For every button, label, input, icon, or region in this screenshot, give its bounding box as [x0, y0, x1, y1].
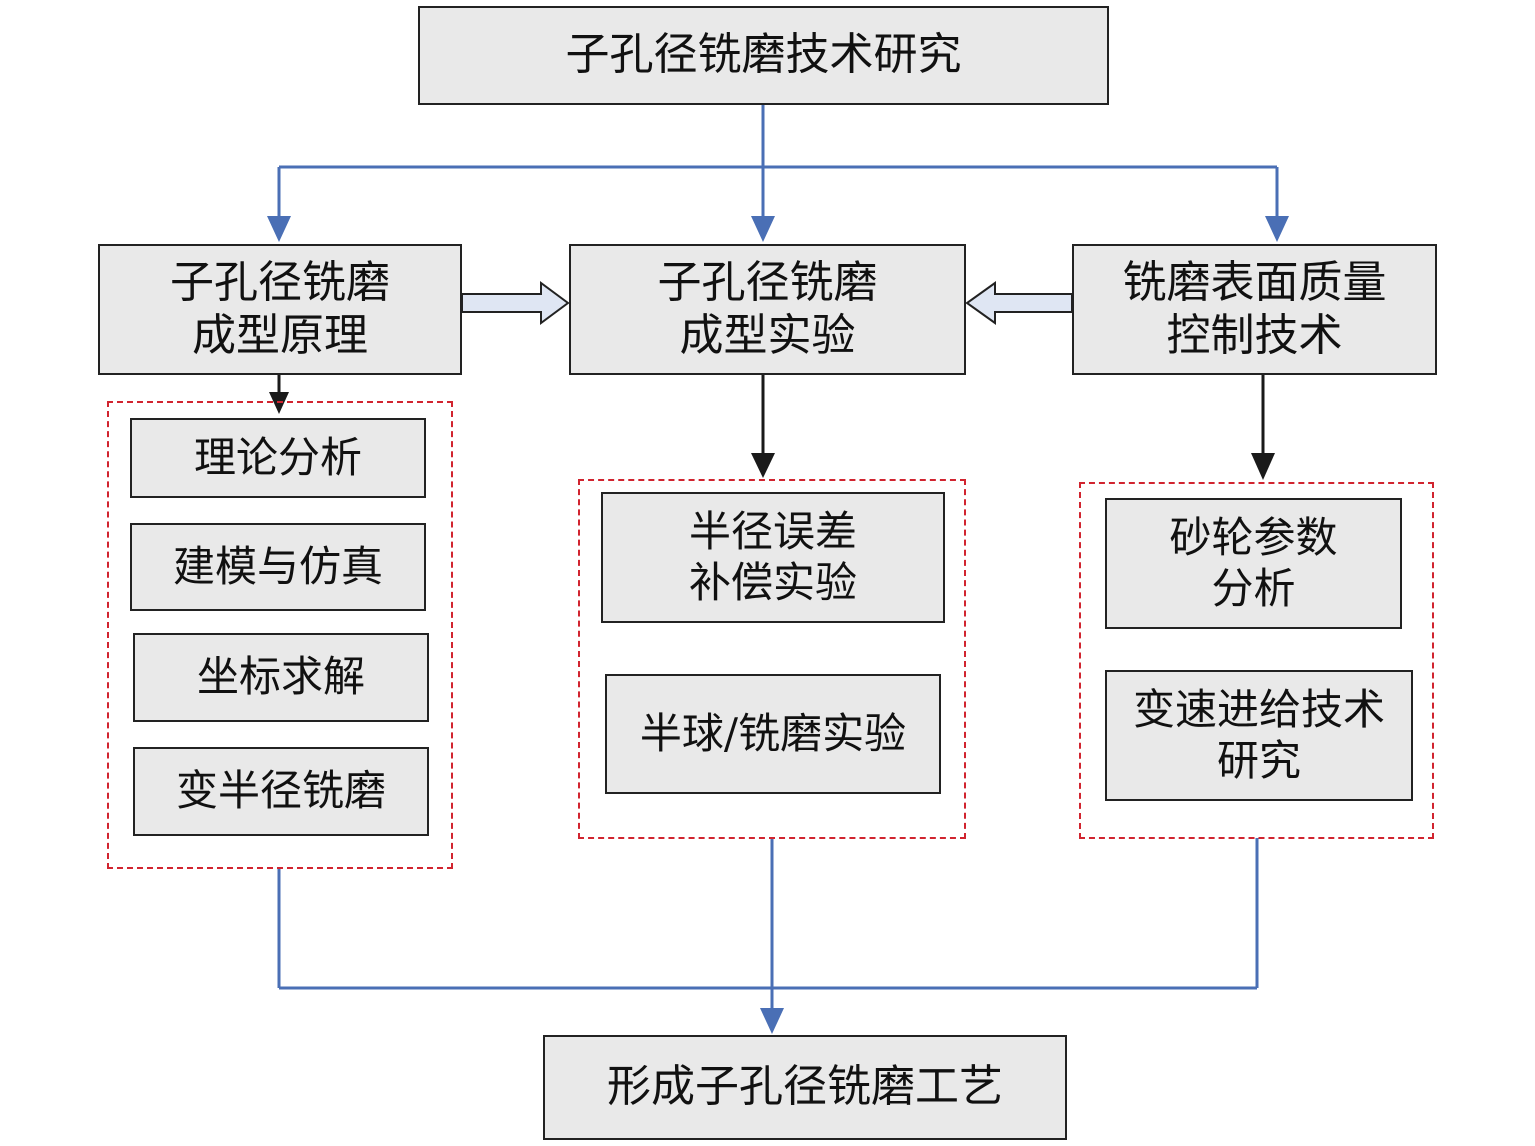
result-box: 形成子孔径铣磨工艺 — [543, 1035, 1067, 1140]
principle-item: 坐标求解 — [133, 633, 429, 722]
hollow-arrow-left — [965, 281, 1073, 325]
principle-item-text: 坐标求解 — [196, 652, 365, 702]
principle-item: 建模与仿真 — [130, 523, 426, 611]
quality-line1: 铣磨表面质量 — [1122, 256, 1387, 308]
principle-item-text: 变半径铣磨 — [175, 766, 386, 816]
principle-item-text: 理论分析 — [193, 432, 362, 482]
arrow-head-principle — [267, 216, 291, 242]
title-text: 子孔径铣磨技术研究 — [565, 29, 962, 81]
quality-item: 变速进给技术 研究 — [1105, 670, 1413, 801]
hollow-arrow-right — [461, 281, 570, 325]
experiment-group — [578, 479, 966, 839]
quality-item-line1: 变速进给技术 — [1132, 685, 1385, 735]
experiment-item-line1: 半球/铣磨实验 — [639, 708, 907, 758]
title-box: 子孔径铣磨技术研究 — [418, 6, 1109, 105]
quality-item-line1: 砂轮参数 — [1169, 513, 1338, 563]
experiment-item: 半径误差 补偿实验 — [601, 492, 945, 623]
experiment-item-line1: 半径误差 — [688, 507, 857, 557]
principle-item: 变半径铣磨 — [133, 747, 429, 836]
principle-line1: 子孔径铣磨 — [170, 256, 390, 308]
principle-line2: 成型原理 — [192, 309, 368, 361]
experiment-line2: 成型实验 — [679, 309, 856, 361]
quality-item: 砂轮参数 分析 — [1105, 498, 1402, 629]
result-text: 形成子孔径铣磨工艺 — [607, 1061, 1003, 1113]
quality-item-line2: 分析 — [1211, 563, 1296, 613]
arrow-head-experiment-group — [751, 453, 775, 478]
arrow-head-principle-group — [269, 392, 289, 414]
experiment-box: 子孔径铣磨 成型实验 — [569, 244, 966, 375]
principle-group — [107, 401, 453, 869]
arrow-head-result — [760, 1008, 784, 1034]
quality-group — [1079, 482, 1434, 839]
experiment-item-line2: 补偿实验 — [688, 557, 857, 607]
quality-line2: 控制技术 — [1166, 309, 1343, 361]
arrow-head-quality — [1265, 216, 1289, 242]
experiment-item: 半球/铣磨实验 — [605, 674, 941, 794]
arrow-head-quality-group — [1251, 453, 1275, 480]
principle-box: 子孔径铣磨 成型原理 — [98, 244, 462, 375]
experiment-line1: 子孔径铣磨 — [657, 256, 878, 308]
principle-item-text: 建模与仿真 — [172, 541, 383, 591]
quality-item-line2: 研究 — [1216, 735, 1301, 785]
quality-box: 铣磨表面质量 控制技术 — [1072, 244, 1437, 375]
principle-item: 理论分析 — [130, 418, 426, 498]
arrow-head-experiment — [751, 216, 775, 242]
